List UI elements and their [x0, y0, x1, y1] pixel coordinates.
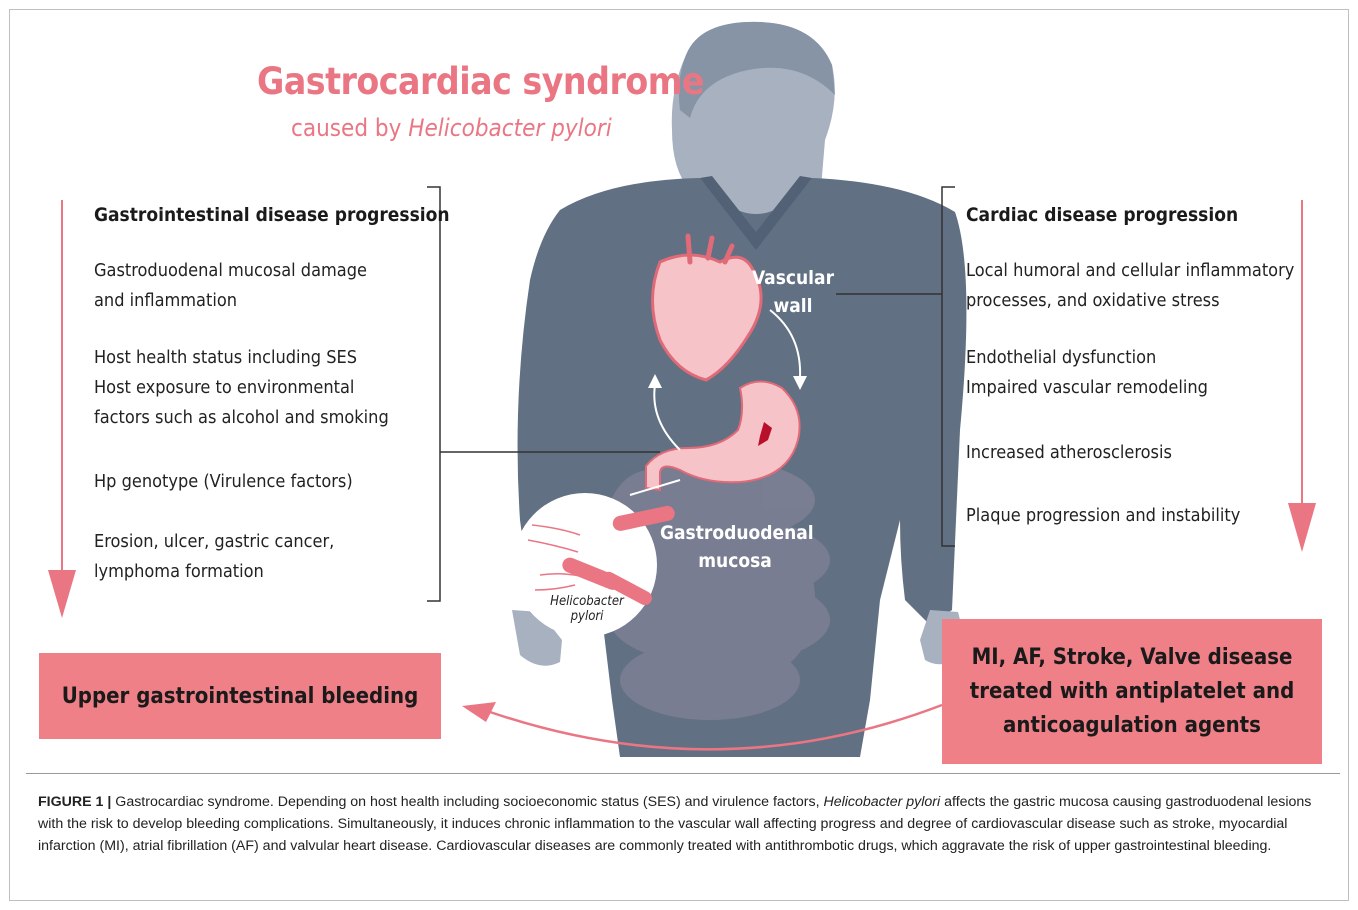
vascular-wall-label: Vascular wall [738, 264, 848, 320]
caption-text-1: Gastrocardiac syndrome. Depending on hos… [111, 794, 823, 810]
subtitle-prefix: caused by [291, 114, 408, 142]
left-item-4: Erosion, ulcer, gastric cancer, lymphoma… [94, 527, 334, 587]
caption-label: FIGURE 1 | [38, 794, 111, 810]
left-item-2: Host health status including SES Host ex… [94, 343, 389, 433]
subtitle-organism: Helicobacter pylori [408, 114, 611, 142]
left-section-heading: Gastrointestinal disease progression [94, 204, 450, 226]
figure-subtitle: caused by Helicobacter pylori [291, 114, 612, 142]
left-item-1: Gastroduodenal mucosal damage and inflam… [94, 256, 367, 316]
right-item-3: Increased atherosclerosis [966, 438, 1172, 468]
outcome-bleeding-box: Upper gastrointestinal bleeding [39, 653, 441, 739]
bottom-curved-arrow-head [462, 702, 496, 722]
right-item-2: Endothelial dysfunction Impaired vascula… [966, 343, 1208, 403]
figure-title: Gastrocardiac syndrome [257, 60, 704, 103]
caption-divider [26, 773, 1340, 774]
caption-italic: Helicobacter pylori [823, 794, 940, 810]
left-bracket [427, 187, 440, 601]
figure-caption: FIGURE 1 | Gastrocardiac syndrome. Depen… [38, 791, 1328, 857]
right-item-4: Plaque progression and instability [966, 501, 1240, 531]
right-section-heading: Cardiac disease progression [966, 204, 1238, 226]
right-progress-arrow-head [1288, 503, 1316, 552]
outcome-cardiac-text: MI, AF, Stroke, Valve disease treated wi… [970, 641, 1295, 743]
right-item-1: Local humoral and cellular inflammatory … [966, 256, 1294, 316]
left-item-3: Hp genotype (Virulence factors) [94, 467, 353, 497]
outcome-bleeding-text: Upper gastrointestinal bleeding [62, 684, 419, 709]
outcome-cardiac-box: MI, AF, Stroke, Valve disease treated wi… [942, 619, 1322, 764]
bacteria-label: Helicobacter pylori [532, 594, 642, 624]
left-progress-arrow-head [48, 570, 76, 618]
gastroduodenal-mucosa-label: Gastroduodenal mucosa [660, 519, 810, 575]
